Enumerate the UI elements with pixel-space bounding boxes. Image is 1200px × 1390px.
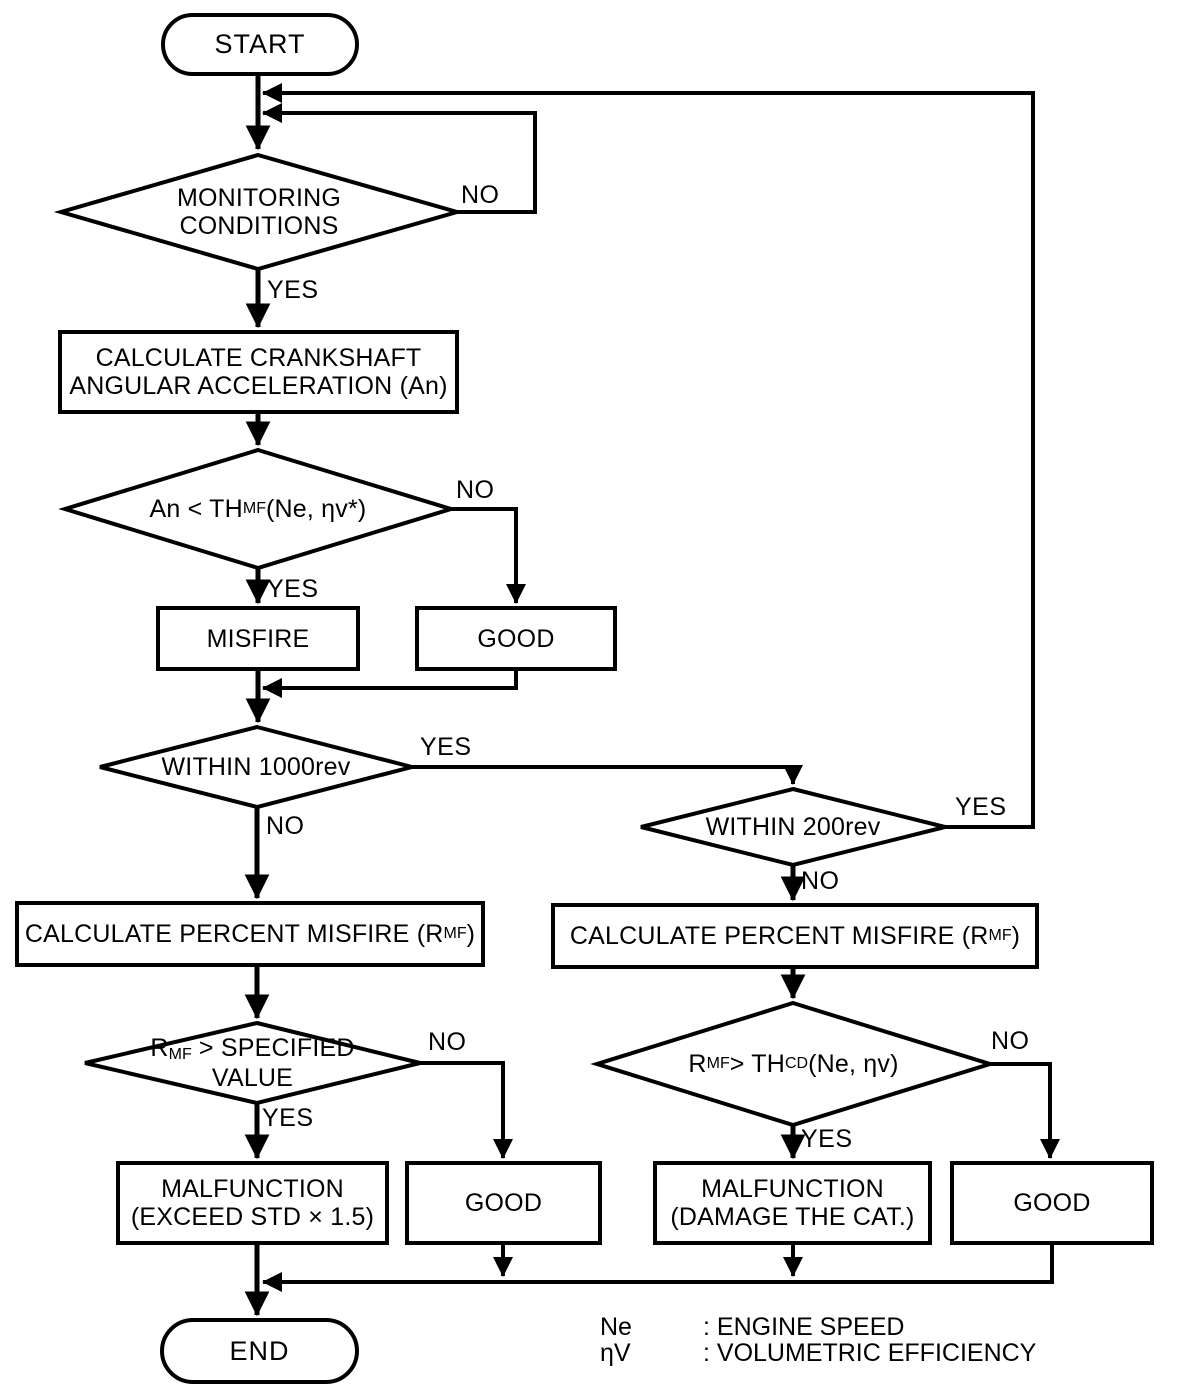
edge-thcd-no-to-good	[990, 1062, 1060, 1159]
an-yes-label: YES	[267, 575, 319, 603]
an-threshold-args: (Ne, ηv*)	[266, 495, 367, 523]
rev200-no-label: NO	[801, 867, 840, 895]
calc-percent-left-text: CALCULATE PERCENT MISFIRE (R	[24, 920, 444, 948]
rmf-thcd-subscript-cd: CD	[784, 1055, 809, 1073]
calc-percent-right-text: CALCULATE PERCENT MISFIRE (R	[569, 922, 989, 950]
legend-item-ne: Ne : ENGINE SPEED	[600, 1314, 1036, 1340]
monitoring-decision-label: MONITORING CONDITIONS	[176, 184, 342, 240]
start-node-shape	[161, 13, 359, 76]
legend: Ne : ENGINE SPEED ηV : VOLUMETRIC EFFICI…	[600, 1314, 1036, 1366]
misfire-box-label: MISFIRE	[206, 624, 310, 653]
rmf-thcd-yes-label: YES	[801, 1125, 853, 1153]
rmf-specified-decision-label: RMF > SPECIFIED VALUE	[85, 1023, 420, 1103]
good3-box-label: GOOD	[1013, 1189, 1091, 1217]
edge-1000rev-yes-to-200rev	[412, 765, 803, 785]
monitoring-no-label: NO	[461, 181, 500, 209]
rmf-thcd-operator: > TH	[729, 1050, 785, 1078]
an-no-label: NO	[456, 476, 495, 504]
calc-percent-left-box-shape	[15, 901, 485, 967]
rev1000-no-label: NO	[266, 812, 305, 840]
edge-monitoring-no-loop	[262, 103, 537, 214]
calc-percent-left-subscript: MF	[443, 925, 467, 943]
rmf-thcd-decision-shape	[590, 1000, 997, 1128]
misfire-box-shape	[156, 606, 360, 671]
legend-desc-engine-speed: : ENGINE SPEED	[703, 1313, 905, 1341]
an-threshold-decision-shape	[58, 447, 458, 571]
edge-an-no-to-good	[451, 507, 526, 604]
rmf-thcd-no-label: NO	[991, 1027, 1030, 1055]
edge-goodright-merge	[262, 1243, 1054, 1292]
within-200rev-decision-shape	[640, 786, 946, 868]
monitoring-yes-label: YES	[267, 276, 319, 304]
calc-accel-box-shape	[58, 330, 459, 414]
calc-percent-right-box-shape	[551, 903, 1039, 969]
legend-symbol-ne: Ne	[600, 1313, 632, 1341]
edge-200rev-yes-loop	[262, 83, 1035, 829]
good2-box-label: GOOD	[464, 1189, 543, 1217]
good1-box-shape	[415, 606, 617, 671]
end-node-shape	[160, 1318, 359, 1384]
malfunction-left-box-shape	[116, 1161, 389, 1245]
legend-symbol-nv: ηV	[600, 1339, 631, 1367]
rmf-specified-text: R	[150, 1034, 169, 1063]
within-200rev-decision-label: WITHIN 200rev	[705, 813, 881, 841]
malfunction-right-box-shape	[653, 1161, 932, 1245]
edge-good1-merge	[262, 669, 518, 698]
rev200-yes-label: YES	[955, 793, 1007, 821]
calc-accel-box-label: CALCULATE CRANKSHAFT ANGULAR ACCELERATIO…	[69, 344, 448, 400]
good1-box-label: GOOD	[477, 624, 555, 653]
calc-percent-right-subscript: MF	[988, 927, 1012, 945]
rmf-thcd-text: R	[688, 1050, 707, 1078]
within-1000rev-decision-shape	[99, 724, 413, 810]
rmf-thcd-args: (Ne, ηv)	[808, 1050, 899, 1078]
monitoring-decision-shape	[53, 152, 465, 272]
good2-box-shape	[405, 1161, 602, 1245]
rmf-spec-no-label: NO	[428, 1028, 467, 1056]
rmf-thcd-subscript-mf: MF	[706, 1055, 730, 1073]
within-1000rev-decision-label: WITHIN 1000rev	[161, 753, 351, 781]
an-threshold-subscript: MF	[242, 500, 266, 518]
rev1000-yes-label: YES	[420, 733, 472, 761]
an-threshold-text: An < TH	[149, 495, 243, 523]
legend-desc-volumetric-efficiency: : VOLUMETRIC EFFICIENCY	[703, 1339, 1037, 1367]
edge-spec-no-to-good	[420, 1061, 513, 1159]
legend-item-nv: ηV : VOLUMETRIC EFFICIENCY	[600, 1340, 1036, 1366]
start-node-label: START	[214, 29, 306, 60]
rmf-specified-subscript: MF	[168, 1045, 192, 1063]
rmf-specified-cond: > SPECIFIED VALUE	[191, 1034, 355, 1092]
end-node-label: END	[229, 1335, 290, 1366]
calc-percent-left-close: )	[466, 920, 476, 948]
rmf-spec-yes-label: YES	[262, 1104, 314, 1132]
rmf-specified-decision-shape	[84, 1020, 421, 1106]
malfunction-right-box-label: MALFUNCTION (DAMAGE THE CAT.)	[670, 1175, 915, 1231]
good3-box-shape	[950, 1161, 1154, 1245]
malfunction-left-box-label: MALFUNCTION (EXCEED STD × 1.5)	[130, 1175, 375, 1231]
calc-percent-right-close: )	[1011, 922, 1021, 950]
